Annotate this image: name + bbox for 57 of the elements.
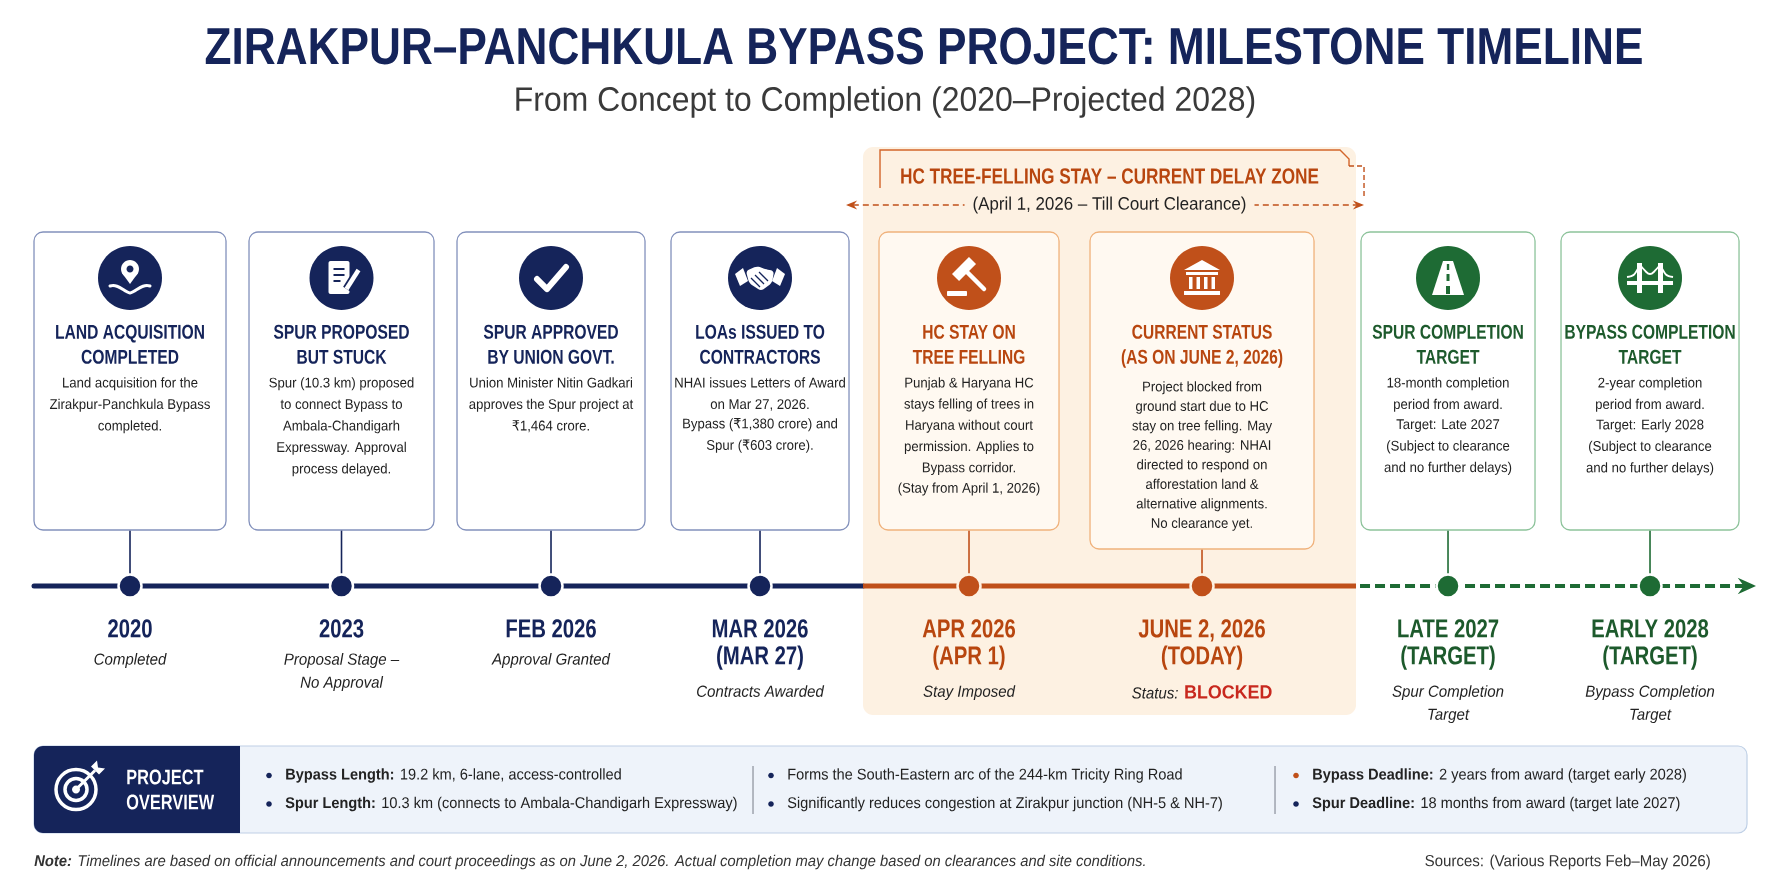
milestone-caption: Approval Granted — [491, 653, 611, 668]
connector-line — [759, 529, 761, 575]
date-label: 2023 — [319, 619, 364, 638]
card-text: Spur (10.3 km) proposed to connect Bypass to Ambala-Chandigarh Expressway. Approval process delayed. — [269, 377, 414, 477]
milestone-caption: Proposal Stage – No Approval — [284, 653, 400, 691]
source-note: Sources: (Various Reports Feb–May 2026) — [1425, 854, 1710, 870]
date-label: JUNE 2, 2026 (TODAY) — [1138, 619, 1265, 670]
card-text: Union Minister Nitin Gadkari approves the Spur project at ₹1,464 crore. — [469, 377, 634, 433]
date-label: MAR 2026 (MAR 27) — [712, 619, 808, 670]
milestone-caption: Spur Completion Target — [1392, 685, 1504, 724]
card-heading: CURRENT STATUS (AS ON JUNE 2, 2026) — [1121, 324, 1283, 368]
connector-line — [129, 529, 131, 575]
connector-line — [968, 529, 970, 575]
date-label: 2020 — [108, 619, 152, 638]
card-heading: SPUR APPROVED BY UNION GOVT. — [483, 324, 618, 364]
card-text: 2-year completion period from award. — [1596, 377, 1704, 412]
connector-line — [340, 529, 343, 575]
milestone-caption: Status: BLOCKED — [1132, 685, 1272, 699]
title: ZIRAKPUR–PANCHKULA BYPASS PROJECT: MILESTONE TIMELINE — [205, 27, 1642, 65]
connector-line — [1649, 529, 1651, 575]
bullet-text: Significantly reduces congestion at Zirakpur junction (NH-5 & NH-7) — [787, 796, 1222, 812]
date-label: EARLY 2028 (TARGET) — [1592, 619, 1709, 670]
milestone-caption: Bypass Completion Target — [1585, 685, 1715, 724]
card-heading: SPUR COMPLETION TARGET — [1372, 324, 1523, 364]
footnote: Note: Timelines are based on official announcements and court proceedings as on June 2, 2026. Actual completion may change based on clearances and site conditions. — [34, 854, 1145, 870]
card-text: Land acquisition for the Zirakpur-Panchkula Bypass completed. — [49, 377, 210, 434]
bullet-text: Spur Deadline: 18 months from award (target late 2027) — [1312, 796, 1680, 812]
card-text: Punjab & Haryana HC stays felling of trees in Haryana without court permission. Applies to Bypass corridor. — [904, 377, 1034, 476]
card-heading: LAND ACQUISITION COMPLETED — [56, 324, 204, 364]
milestone-caption: Stay Imposed — [923, 685, 1016, 701]
card-text: (Stay from April 1, 2026) — [898, 482, 1040, 496]
card-text: Target: Late 2027 (Subject to clearance and no further delays) — [1384, 419, 1512, 475]
card-text: Target: Early 2028 (Subject to clearance and no further delays) — [1586, 419, 1714, 476]
subtitle: From Concept to Completion (2020–Projected 2028) — [516, 86, 1255, 118]
date-label: LATE 2027 (TARGET) — [1398, 619, 1499, 670]
connector-line — [1201, 548, 1203, 575]
connector-line — [1447, 529, 1449, 575]
card-heading: HC STAY ON TREE FELLING — [912, 324, 1025, 364]
bullet-text: Forms the South-Eastern arc of the 244-km Tricity Ring Road — [788, 768, 1182, 783]
zone-heading: HC TREE-FELLING STAY – CURRENT DELAY ZONE — [879, 149, 1350, 189]
card-text: NHAI issues Letters of Award on Mar 27, 2026. — [675, 377, 845, 411]
bullet-text: Bypass Deadline: 2 years from award (target early 2028) — [1313, 768, 1686, 783]
card-text: 18-month completion period from award. — [1387, 377, 1509, 412]
date-range-label: (April 1, 2026 – Till Court Clearance) — [964, 194, 1255, 216]
card-heading: BYPASS COMPLETION TARGET — [1565, 324, 1735, 364]
card-text: Project blocked from ground start due to HC stay on tree felling. May 26, 2026 hearing: NHAI directed to respond on afforestation land & alternative alignments. No clearance yet. — [1132, 381, 1273, 531]
bullet-text: Spur Length: 10.3 km (connects to Ambala-Chandigarh Expressway) — [285, 796, 737, 812]
card-text: Bypass (₹1,380 crore) and Spur (₹603 crore). — [683, 418, 838, 453]
milestone-caption: Completed — [94, 653, 167, 668]
date-label: APR 2026 (APR 1) — [922, 619, 1015, 670]
card-heading: LOAs ISSUED TO CONTRACTORS — [696, 324, 825, 364]
overview-heading: PROJECT OVERVIEW — [34, 746, 240, 833]
milestone-caption: Contracts Awarded — [697, 685, 825, 697]
connector-line — [550, 529, 552, 575]
date-label: FEB 2026 — [506, 619, 596, 638]
card-heading: SPUR PROPOSED BUT STUCK — [273, 324, 409, 364]
bullet-text: Bypass Length: 19.2 km, 6-lane, access-controlled — [286, 768, 621, 783]
